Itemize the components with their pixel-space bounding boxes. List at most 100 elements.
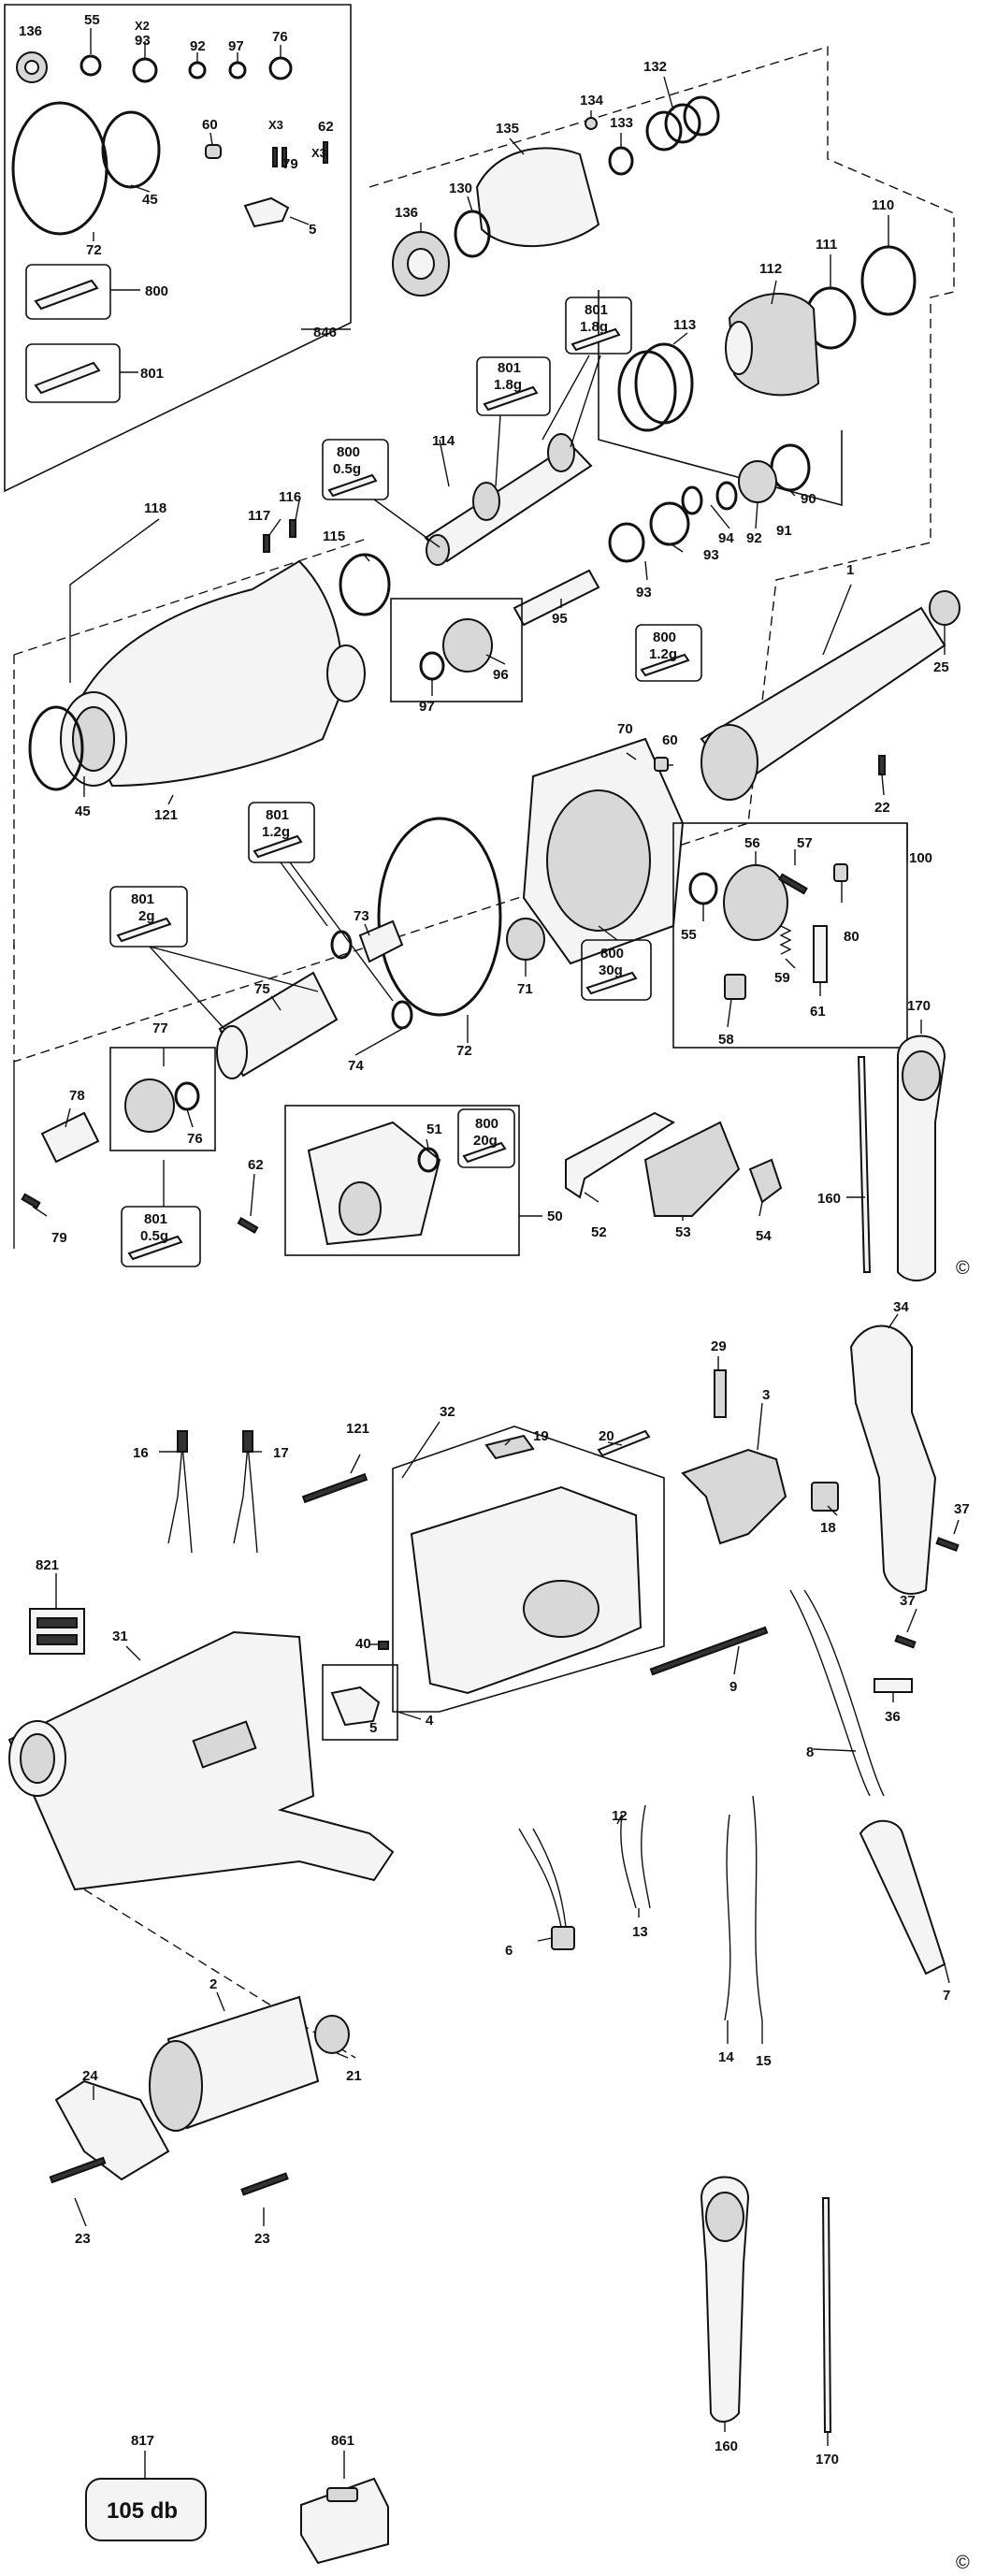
part-number-labels: 136 55 X2 93 92 97 76 60 X3 79 X3 62 45 …	[19, 12, 970, 2573]
label-801e: 801	[131, 891, 154, 907]
part-72-large-ring	[11, 101, 108, 236]
kit-box-846-outline	[4, 4, 352, 493]
label-56: 56	[744, 835, 760, 851]
label-60b: 60	[662, 732, 678, 748]
label-91: 91	[776, 523, 792, 539]
label-92: 92	[190, 38, 206, 54]
part-37-screw-a	[935, 1537, 960, 1552]
part-57-screw	[778, 873, 808, 895]
label-130: 130	[449, 181, 472, 196]
part-95-striker	[513, 569, 600, 627]
part-58-switch	[724, 974, 746, 1000]
label-118: 118	[144, 500, 166, 516]
part-94-ring	[681, 485, 703, 515]
label-93c: 93	[636, 585, 652, 601]
part-3-switch	[681, 1448, 787, 1545]
part-93-ring	[132, 57, 158, 83]
label-15: 15	[756, 2053, 772, 2069]
part-13-lead	[620, 1804, 651, 1909]
part-90-ring	[770, 443, 811, 492]
label-160a: 160	[817, 1191, 841, 1207]
label-817: 817	[131, 2433, 154, 2449]
label-x2: X2	[135, 19, 150, 33]
part-117-screw	[263, 534, 270, 553]
label-132: 132	[643, 59, 667, 75]
part-34-rear-handle	[849, 1324, 937, 1595]
brush-holder-box-4	[322, 1664, 398, 1741]
label-93b: 93	[703, 547, 719, 563]
label-73: 73	[354, 908, 369, 924]
label-50: 50	[547, 1208, 563, 1224]
bottom-assembly	[7, 1324, 960, 2565]
label-861: 861	[331, 2433, 354, 2449]
part-53-switch-holder	[643, 1121, 741, 1217]
label-62b: 62	[248, 1157, 264, 1173]
part-91-bearing	[738, 460, 777, 503]
part-20-cable-clamp	[597, 1429, 651, 1457]
part-80-clip	[833, 863, 848, 882]
label-800d: 800	[600, 946, 624, 962]
grease-box-800-b	[322, 439, 389, 500]
part-118-gear-housing	[73, 559, 343, 788]
part-97-ring-b	[419, 651, 445, 681]
label-115: 115	[323, 528, 345, 544]
part-76-ring-b	[174, 1081, 200, 1111]
grease-box-800-c	[635, 624, 702, 682]
part-52-bracket	[565, 1111, 676, 1199]
label-14: 14	[718, 2049, 734, 2065]
label-800e: 800	[475, 1116, 498, 1132]
grease-box-801-e	[109, 886, 188, 948]
label-116: 116	[279, 489, 301, 505]
part-54-knob	[748, 1158, 783, 1204]
label-800c: 800	[653, 630, 676, 645]
label-134: 134	[580, 93, 604, 109]
label-20: 20	[599, 1428, 614, 1444]
part-113-ring-a	[634, 342, 694, 425]
label-58: 58	[718, 1032, 734, 1048]
label-79: 79	[282, 156, 298, 172]
label-55: 55	[84, 12, 100, 28]
label-72b: 72	[456, 1043, 472, 1059]
label-13: 13	[632, 1924, 648, 1940]
label-52: 52	[591, 1224, 607, 1240]
part-134-ball	[585, 117, 598, 130]
label-51: 51	[426, 1122, 442, 1137]
label-18: 18	[820, 1520, 836, 1536]
label-05g-b: 0.5g	[140, 1228, 168, 1244]
dashed-assembly-frame	[13, 46, 955, 1249]
part-77-piston-assembly	[124, 1078, 175, 1133]
part-132-ring-1	[645, 110, 683, 152]
label-31: 31	[112, 1628, 128, 1644]
grease-tube-801	[34, 361, 101, 395]
label-22: 22	[874, 800, 890, 816]
part-55-ring	[79, 54, 102, 77]
label-37a: 37	[954, 1501, 970, 1517]
part-130-ring	[454, 210, 491, 258]
part-5-brush-holder	[243, 196, 290, 228]
part-93-ring-b	[649, 501, 690, 546]
label-24: 24	[82, 2068, 98, 2084]
grease-box-801-c	[476, 356, 551, 416]
label-76: 76	[272, 29, 288, 45]
part-32-handle-housing	[410, 1485, 643, 1695]
part-76-ring	[268, 56, 293, 80]
grease-box-801-b	[565, 297, 632, 355]
grease-box-801-d	[248, 802, 315, 863]
part-23-screw-a	[49, 2156, 107, 2184]
label-45b: 45	[75, 803, 91, 819]
label-25: 25	[933, 659, 949, 675]
label-8: 8	[806, 1744, 814, 1760]
part-116-screw	[289, 519, 296, 538]
label-x3b: X3	[311, 146, 326, 160]
label-29: 29	[711, 1339, 727, 1354]
part-45-ring-b	[28, 705, 84, 791]
label-117: 117	[248, 508, 270, 524]
label-6: 6	[505, 1943, 513, 1959]
label-5b: 5	[369, 1720, 377, 1736]
part-73-piston	[358, 919, 404, 963]
part-74-ring-b	[391, 1000, 413, 1030]
label-18g-a: 1.8g	[580, 319, 608, 335]
label-94: 94	[718, 530, 734, 546]
label-37b: 37	[900, 1593, 916, 1609]
